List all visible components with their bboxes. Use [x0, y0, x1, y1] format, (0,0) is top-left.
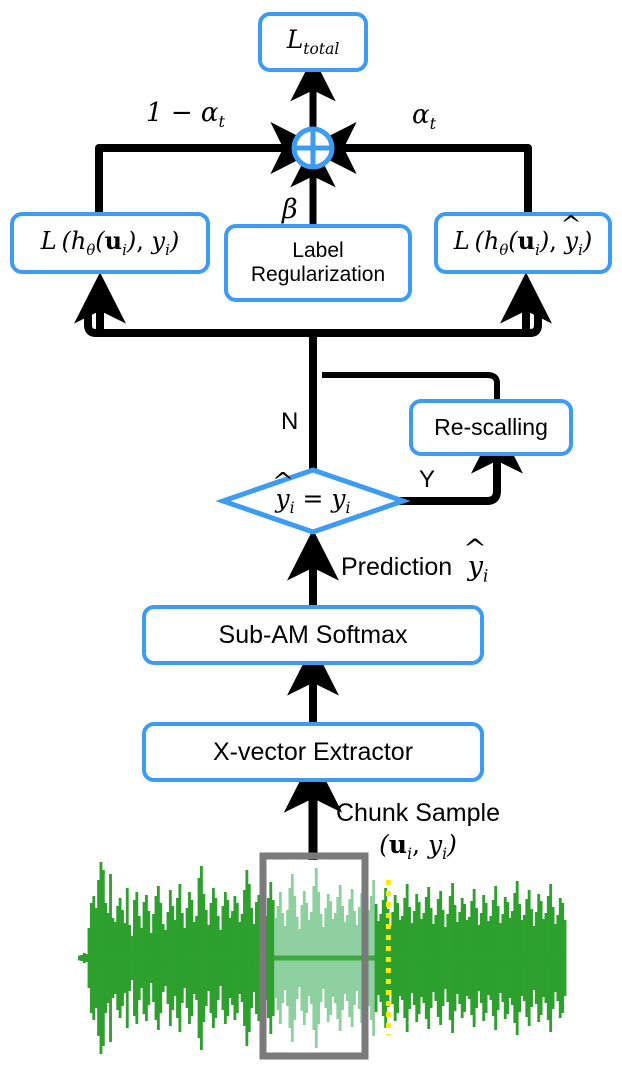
- node-loss-pred-label[interactable]: L (hθ(ui), yi): [434, 212, 612, 274]
- bus-corner-right: [529, 318, 542, 337]
- node-xvector-extractor[interactable]: X-vector Extractor: [142, 722, 484, 782]
- prediction-word: Prediction: [341, 553, 453, 581]
- line-rescalling-to-trunk: [322, 372, 500, 400]
- edge-label-beta: β: [282, 194, 298, 225]
- decision-label: yi = yi: [246, 484, 380, 517]
- chunk-sample-line2: (ui, yi): [379, 830, 457, 864]
- arrow-right-loss-to-plus: [305, 122, 532, 212]
- loss-pred-formula: L (hθ(ui), yi): [454, 227, 592, 259]
- edge-label-branch-yes: Y: [419, 466, 436, 493]
- edge-label-branch-no: N: [281, 408, 299, 435]
- node-sub-am-softmax[interactable]: Sub-AM Softmax: [142, 605, 484, 665]
- rescalling-label: Re-scalling: [434, 414, 548, 441]
- arrow-left-loss-to-plus: [95, 122, 322, 212]
- total-loss-label: Ltotal: [286, 24, 340, 58]
- label-reg-line2: Regularization: [250, 263, 386, 286]
- node-rescalling[interactable]: Re-scalling: [409, 399, 573, 456]
- label-reg-line1: Label: [292, 238, 344, 262]
- edge-label-alpha: αt: [412, 100, 437, 134]
- bus-corner-left: [84, 318, 97, 337]
- waveform-baseline: [78, 955, 566, 961]
- loss-true-formula: L (hθ(ui), yi): [40, 226, 180, 259]
- arrow-yes-to-rescalling: [375, 422, 523, 505]
- edge-label-chunk-sample: Chunk Sample (ui, yi): [336, 798, 500, 865]
- edge-label-prediction: Prediction yi: [341, 551, 488, 585]
- chunk-selection-rectangle[interactable]: [259, 852, 369, 1060]
- edge-label-one-minus-alpha: 1 − αt: [146, 98, 225, 132]
- audio-waveform: [78, 862, 567, 1054]
- xvector-extractor-label: X-vector Extractor: [212, 737, 414, 766]
- decision-diamond[interactable]: [215, 467, 411, 535]
- node-loss-true-label[interactable]: L (hθ(ui), yi): [10, 212, 210, 274]
- node-total-loss[interactable]: Ltotal: [258, 12, 368, 72]
- node-label-regularization[interactable]: Label Regularization: [224, 224, 412, 302]
- sub-am-softmax-label: Sub-AM Softmax: [218, 620, 408, 649]
- chunk-sample-line1: Chunk Sample: [336, 799, 500, 827]
